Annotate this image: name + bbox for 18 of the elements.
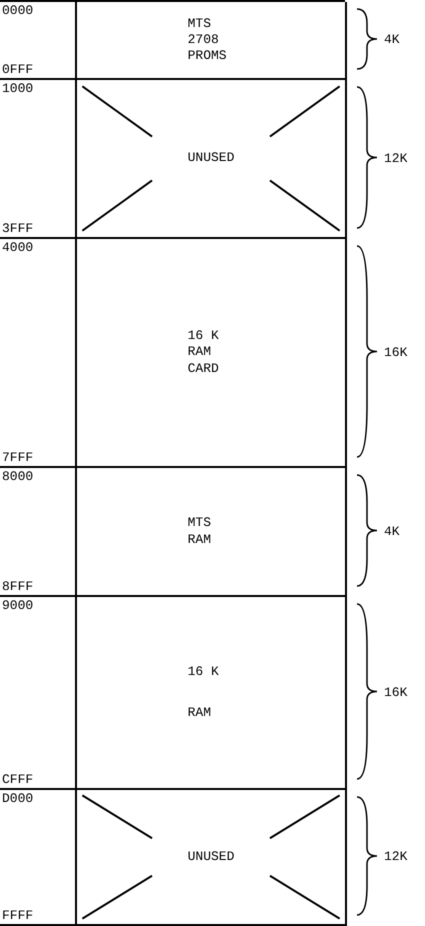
size-label: 12K — [384, 850, 408, 863]
size-label: 4K — [384, 33, 400, 46]
start-address: 1000 — [2, 82, 34, 95]
end-address: FFFF — [2, 909, 34, 922]
size-label: 12K — [384, 152, 408, 164]
start-address: 0000 — [2, 4, 34, 17]
start-address: 8000 — [2, 470, 34, 483]
end-address: 0FFF — [2, 63, 34, 76]
start-address: 9000 — [2, 599, 34, 612]
end-address: 7FFF — [2, 451, 34, 464]
start-address: 4000 — [2, 241, 34, 254]
start-address: D000 — [2, 792, 34, 805]
end-address: 3FFF — [2, 222, 34, 235]
end-address: 8FFF — [2, 580, 34, 593]
size-label: 16K — [384, 346, 408, 358]
size-label: 16K — [384, 686, 408, 698]
size-label: 4K — [384, 524, 400, 538]
end-address: CFFF — [2, 773, 34, 786]
